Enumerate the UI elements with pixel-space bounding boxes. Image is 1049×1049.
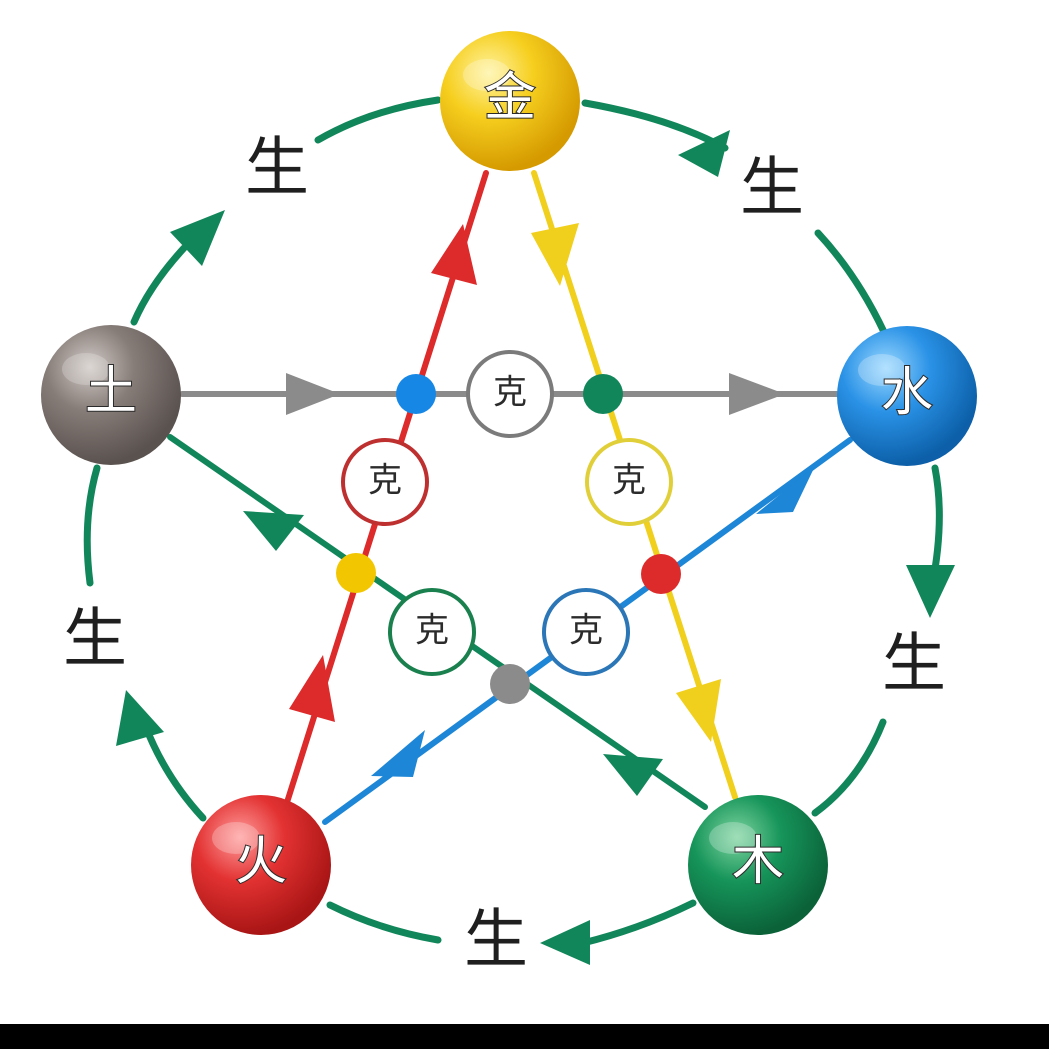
intersection-dot-green (583, 374, 623, 414)
overcome-arrowhead-fire-to-metal-lower (289, 655, 335, 722)
generate-arc-earth-to-metal-lower (130, 244, 188, 326)
generate-arc-wood-to-fire-right (579, 899, 697, 947)
overcome-label-bottom-left: 克 (388, 588, 476, 676)
earth-node-label: 土 (85, 362, 137, 422)
intersection-dot-red (641, 554, 681, 594)
generate-arc-water-to-wood-lower (811, 718, 887, 817)
overcome-arrowhead-wood-to-earth-upper (243, 511, 304, 551)
generate-arc-metal-to-water-upper (581, 99, 729, 152)
generate-label-right: 生 (882, 628, 946, 702)
overcome-arrowhead-metal-to-wood-lower (676, 679, 721, 742)
overcome-arrowhead-earth-to-water-right (729, 373, 785, 415)
overcome-arrowhead-earth-to-water-left (286, 373, 340, 415)
generate-arc-fire-to-earth-upper (83, 464, 101, 587)
overcome-label-left-text: 克 (368, 461, 402, 501)
metal-node: 金 (440, 31, 580, 171)
wood-node: 木 (688, 795, 828, 935)
overcome-label-top-text: 克 (493, 373, 527, 413)
intersection-dot-yellow (336, 553, 376, 593)
overcome-arrowhead-fire-to-metal-upper (431, 224, 477, 285)
intersection-dot-gray (490, 664, 530, 704)
overcome-label-right: 克 (585, 438, 673, 526)
generate-arrowhead-wood-to-fire (540, 920, 590, 965)
overcome-arrowhead-metal-to-wood-upper (531, 223, 579, 286)
generate-label-left: 生 (63, 603, 127, 677)
generate-arrowhead-metal-to-water (678, 130, 730, 177)
overcome-label-right-text: 克 (612, 461, 646, 501)
generate-label-top-right: 生 (740, 152, 804, 226)
fire-node-label: 火 (235, 832, 287, 892)
generate-label-bottom: 生 (464, 904, 528, 978)
overcome-arrowhead-wood-to-earth-lower (603, 754, 663, 796)
fire-node: 火 (191, 795, 331, 935)
overcome-label-left: 克 (341, 438, 429, 526)
generate-arrowhead-earth-to-metal (170, 210, 225, 266)
overcome-label-top: 克 (466, 350, 554, 438)
overcome-label-bottom-left-text: 克 (415, 611, 449, 651)
element-nodes: 金 水 木 火 土 (41, 31, 977, 935)
generate-label-top-left: 生 (245, 132, 309, 206)
overcome-labels: 克 克 克 克 克 (341, 350, 673, 676)
wood-node-label: 木 (732, 832, 784, 892)
generate-labels: 生 生 生 生 生 (63, 132, 946, 978)
generate-arc-fire-to-earth-lower (141, 721, 207, 822)
overcome-label-bottom-right: 克 (542, 588, 630, 676)
generate-arc-earth-to-metal-upper (314, 96, 442, 144)
generate-arrowhead-fire-to-earth (116, 690, 164, 746)
overcoming-cycle (167, 170, 853, 825)
generating-arrowheads (116, 130, 955, 965)
intersection-dot-blue (396, 374, 436, 414)
overcoming-arrowheads (243, 223, 815, 796)
overcome-arrowhead-water-to-fire-upper (756, 466, 815, 514)
generate-arrowhead-water-to-wood (906, 565, 955, 618)
earth-node: 土 (41, 325, 181, 465)
overcome-label-bottom-right-text: 克 (569, 611, 603, 651)
overcome-arrowhead-water-to-fire-lower (371, 730, 425, 777)
intersection-dots (336, 374, 681, 704)
bottom-black-bar (0, 1024, 1049, 1049)
water-node: 水 (837, 326, 977, 466)
generate-arc-metal-to-water-lower (814, 229, 888, 336)
generating-cycle (83, 96, 943, 947)
water-node-label: 水 (881, 363, 933, 423)
metal-node-label: 金 (484, 68, 536, 128)
generate-arc-wood-to-fire-left (326, 901, 442, 944)
